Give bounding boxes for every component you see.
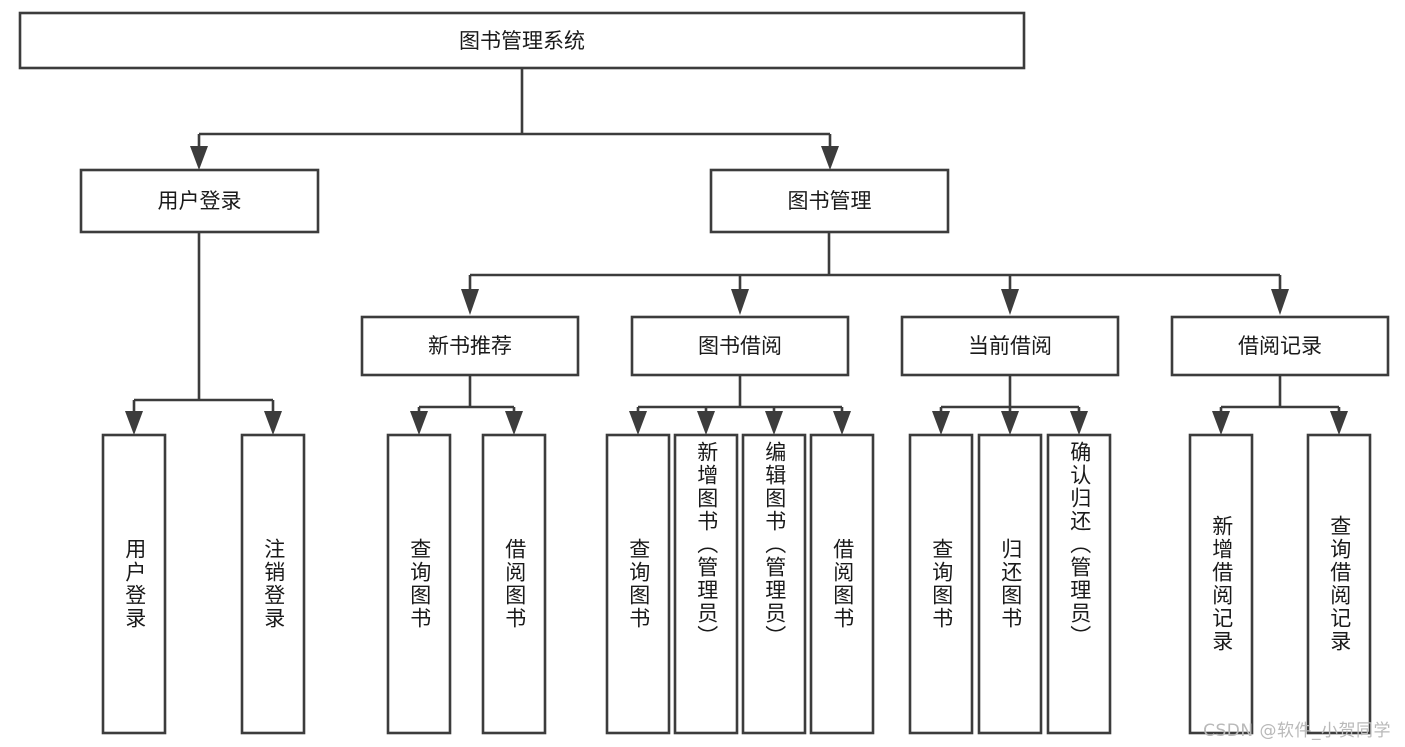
node-book-management-label: 图书管理 [788,189,872,213]
arrow-head-icon [1001,411,1019,435]
node-new-book-recommend-label: 新书推荐 [428,334,512,358]
node-book-borrow-label: 图书借阅 [698,334,782,358]
arrow-head-icon [765,411,783,435]
leaf-box-confirm-return-admin[interactable] [1046,433,1112,735]
leaf-box-add-book-admin[interactable] [673,433,739,735]
node-borrow-record-label: 借阅记录 [1238,334,1322,358]
csdn-watermark: CSDN @软件_小贺同学 [1203,721,1391,741]
arrow-head-icon [821,146,839,170]
connector-book-borrow-to-leaves [629,375,851,435]
leaf-box-recommend-borrow-book[interactable] [481,433,547,735]
leaf-box-return-book[interactable] [977,433,1043,735]
node-root-label: 图书管理系统 [459,29,585,53]
leaf-box-edit-book-admin[interactable] [741,433,807,735]
node-root-box [18,11,1026,70]
connector-user-login-to-leaves [125,232,282,435]
arrow-head-icon [505,411,523,435]
arrow-head-icon [833,411,851,435]
leaf-box-logout[interactable] [240,433,306,735]
node-root[interactable]: 图书管理系统 [18,11,1026,70]
arrow-head-icon [461,289,479,315]
leaf-box-user-login[interactable] [101,433,167,735]
leaf-box-current-query-book[interactable] [908,433,974,735]
leaf-box-query-borrow-record[interactable] [1306,433,1372,735]
node-borrow-record[interactable]: 借阅记录 [1170,315,1390,377]
connector-new-book-recommend-to-leaves [410,375,523,435]
node-new-book-recommend[interactable]: 新书推荐 [360,315,580,377]
arrow-head-icon [629,411,647,435]
leaf-box-add-borrow-record[interactable] [1188,433,1254,735]
node-book-borrow[interactable]: 图书借阅 [630,315,850,377]
node-user-login-label: 用户登录 [158,189,242,213]
leaf-box-borrow-book[interactable] [809,433,875,735]
arrow-head-icon [1330,411,1348,435]
connector-book-management-to-level3 [461,232,1289,315]
arrow-head-icon [1070,411,1088,435]
connector-borrow-record-to-leaves [1212,375,1348,435]
node-current-borrow[interactable]: 当前借阅 [900,315,1120,377]
arrow-head-icon [125,411,143,435]
connector-current-borrow-to-leaves [932,375,1088,435]
connector-root-to-level2 [190,68,839,170]
arrow-head-icon [410,411,428,435]
arrow-head-icon [1001,289,1019,315]
arrow-head-icon [932,411,950,435]
leaf-box-borrow-query-book[interactable] [605,433,671,735]
node-user-login-box [79,168,320,234]
arrow-head-icon [697,411,715,435]
arrow-head-icon [264,411,282,435]
node-new-book-recommend-box [360,315,580,377]
node-current-borrow-label: 当前借阅 [968,334,1052,358]
arrow-head-icon [1271,289,1289,315]
node-user-login[interactable]: 用户登录 [79,168,320,234]
arrow-head-icon [190,146,208,170]
arrow-head-icon [731,289,749,315]
leaf-box-recommend-query-book[interactable] [386,433,452,735]
node-book-management[interactable]: 图书管理 [709,168,950,234]
arrow-head-icon [1212,411,1230,435]
node-current-borrow-box [900,315,1120,377]
